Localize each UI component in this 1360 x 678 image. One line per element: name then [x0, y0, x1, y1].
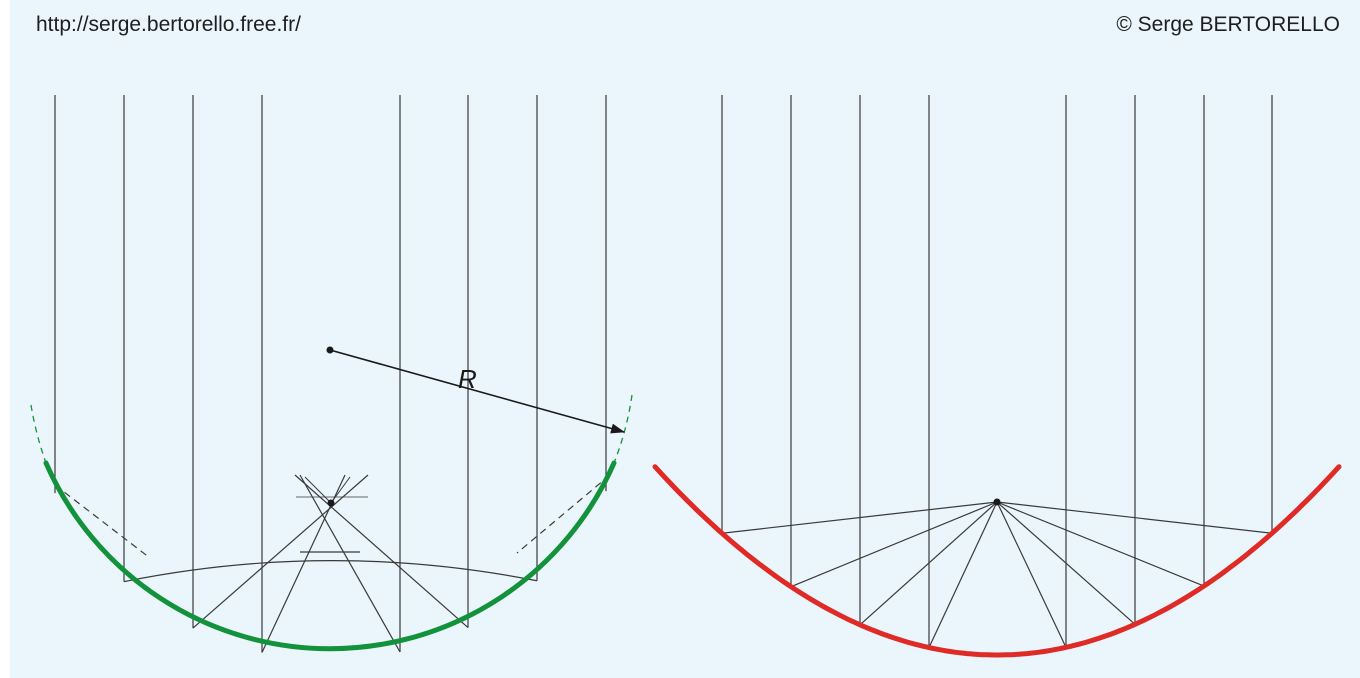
- reflected-ray: [721, 501, 998, 534]
- incident-rays-left: [54, 95, 607, 653]
- radius-arrow: [329, 349, 625, 434]
- reflected-edge-ray-right: [516, 474, 611, 554]
- source-url: http://serge.bertorello.free.fr/: [36, 13, 301, 36]
- spherical-mirror-arc: [43, 460, 617, 652]
- reflected-rays-right: [721, 501, 1273, 648]
- focal-point-left: [327, 499, 335, 507]
- reflected-ray: [294, 474, 469, 629]
- reflected-ray-extension: [304, 476, 332, 504]
- parabolic-mirror-curve: [652, 464, 1342, 658]
- reflected-ray: [996, 501, 1136, 625]
- reflected-ray: [859, 501, 998, 626]
- circle-extension-left: [30, 404, 47, 464]
- spherical-mirror-diagram: R: [30, 95, 633, 653]
- reflected-ray: [123, 560, 538, 583]
- reflected-ray: [996, 501, 1205, 587]
- parabolic-mirror-diagram: [652, 95, 1342, 658]
- reflected-ray: [790, 501, 998, 588]
- incident-rays-right: [721, 95, 1273, 648]
- reflected-edge-ray-left: [54, 484, 151, 559]
- reflected-ray-extension: [330, 476, 351, 504]
- reflected-ray: [996, 501, 1273, 534]
- radius-label: R: [458, 364, 477, 394]
- reflected-ray: [928, 501, 998, 648]
- copyright-notice: © Serge BERTORELLO: [1116, 13, 1340, 36]
- circle-extension-right: [613, 394, 633, 464]
- reflected-ray: [996, 501, 1067, 648]
- focal-point-right: [993, 498, 1001, 506]
- reflected-ray: [192, 474, 369, 629]
- reflected-ray: [299, 474, 401, 653]
